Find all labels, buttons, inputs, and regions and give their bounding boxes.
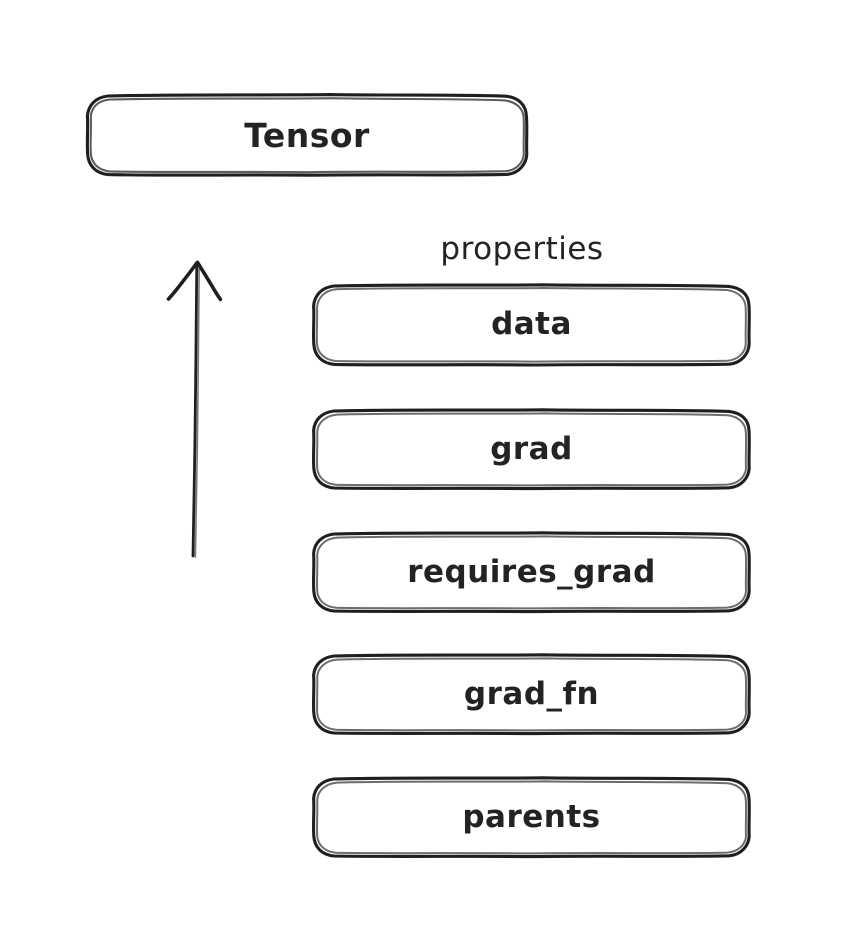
properties-group-caption: properties (440, 231, 604, 267)
property-box-outline-3 (311, 531, 751, 614)
property-label-requires-grad: requires_grad (407, 554, 656, 590)
property-box-outline-2 (311, 408, 751, 491)
property-label-grad-fn: grad_fn (463, 676, 600, 712)
property-label-data: data (491, 306, 572, 342)
upward-arrow-stroke (166, 260, 223, 558)
tensor-node-label: Tensor (244, 115, 370, 155)
property-label-grad: grad (490, 431, 573, 467)
tensor-node-outline (85, 93, 529, 177)
property-label-parents: parents (462, 799, 601, 835)
property-box-outline-1 (311, 283, 751, 367)
property-box-outline-5 (311, 776, 751, 859)
property-box-outline-4 (311, 653, 751, 736)
